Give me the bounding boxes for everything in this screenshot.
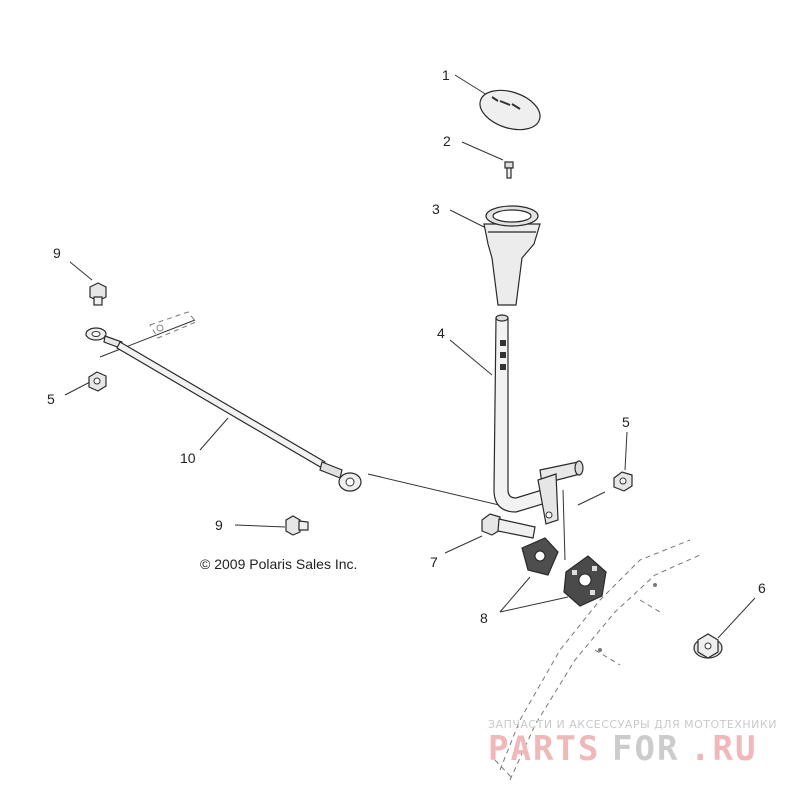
callout-5-right: 5 — [622, 414, 630, 430]
callout-6: 6 — [758, 580, 766, 596]
leader-lines — [64, 74, 756, 639]
flange-nut — [693, 633, 723, 659]
watermark-logo: ЗАПЧАСТИ И АКСЕССУАРЫ ДЛЯ МОТОТЕХНИКИ PA… — [488, 718, 777, 769]
watermark-tagline: ЗАПЧАСТИ И АКСЕССУАРЫ ДЛЯ МОТОТЕХНИКИ — [488, 718, 777, 731]
callout-9-lower: 9 — [215, 517, 223, 533]
frame-rail — [494, 539, 701, 781]
pivot-bushing-left — [521, 537, 559, 576]
callout-8: 8 — [480, 610, 488, 626]
rod-bolt-upper — [89, 282, 107, 306]
callout-4: 4 — [437, 325, 445, 341]
callout-1: 1 — [442, 67, 450, 83]
pivot-bushing-right — [563, 555, 607, 607]
rod-bolt-lower — [285, 515, 309, 536]
callout-9-upper: 9 — [53, 245, 61, 261]
callout-5-left: 5 — [47, 391, 55, 407]
callout-7: 7 — [430, 554, 438, 570]
shift-knob — [483, 205, 541, 306]
shift-knob-cap — [479, 89, 541, 131]
watermark-brand-mid: FOR — [612, 729, 679, 769]
callout-2: 2 — [443, 133, 451, 149]
shift-lever — [493, 314, 584, 525]
copyright-notice: © 2009 Polaris Sales Inc. — [200, 556, 357, 572]
watermark-brand-right: .RU — [690, 729, 757, 769]
callout-labels: 1 2 3 4 5 6 7 8 9 5 10 9 — [47, 67, 766, 626]
pivot-bolt — [481, 513, 536, 539]
callout-10: 10 — [180, 450, 196, 466]
knob-screw — [504, 161, 514, 179]
shift-rod — [85, 311, 362, 492]
lever-nut — [613, 471, 633, 492]
callout-3: 3 — [432, 201, 440, 217]
watermark-brand-left: PARTS — [488, 729, 600, 769]
rod-nut-left — [88, 371, 107, 392]
